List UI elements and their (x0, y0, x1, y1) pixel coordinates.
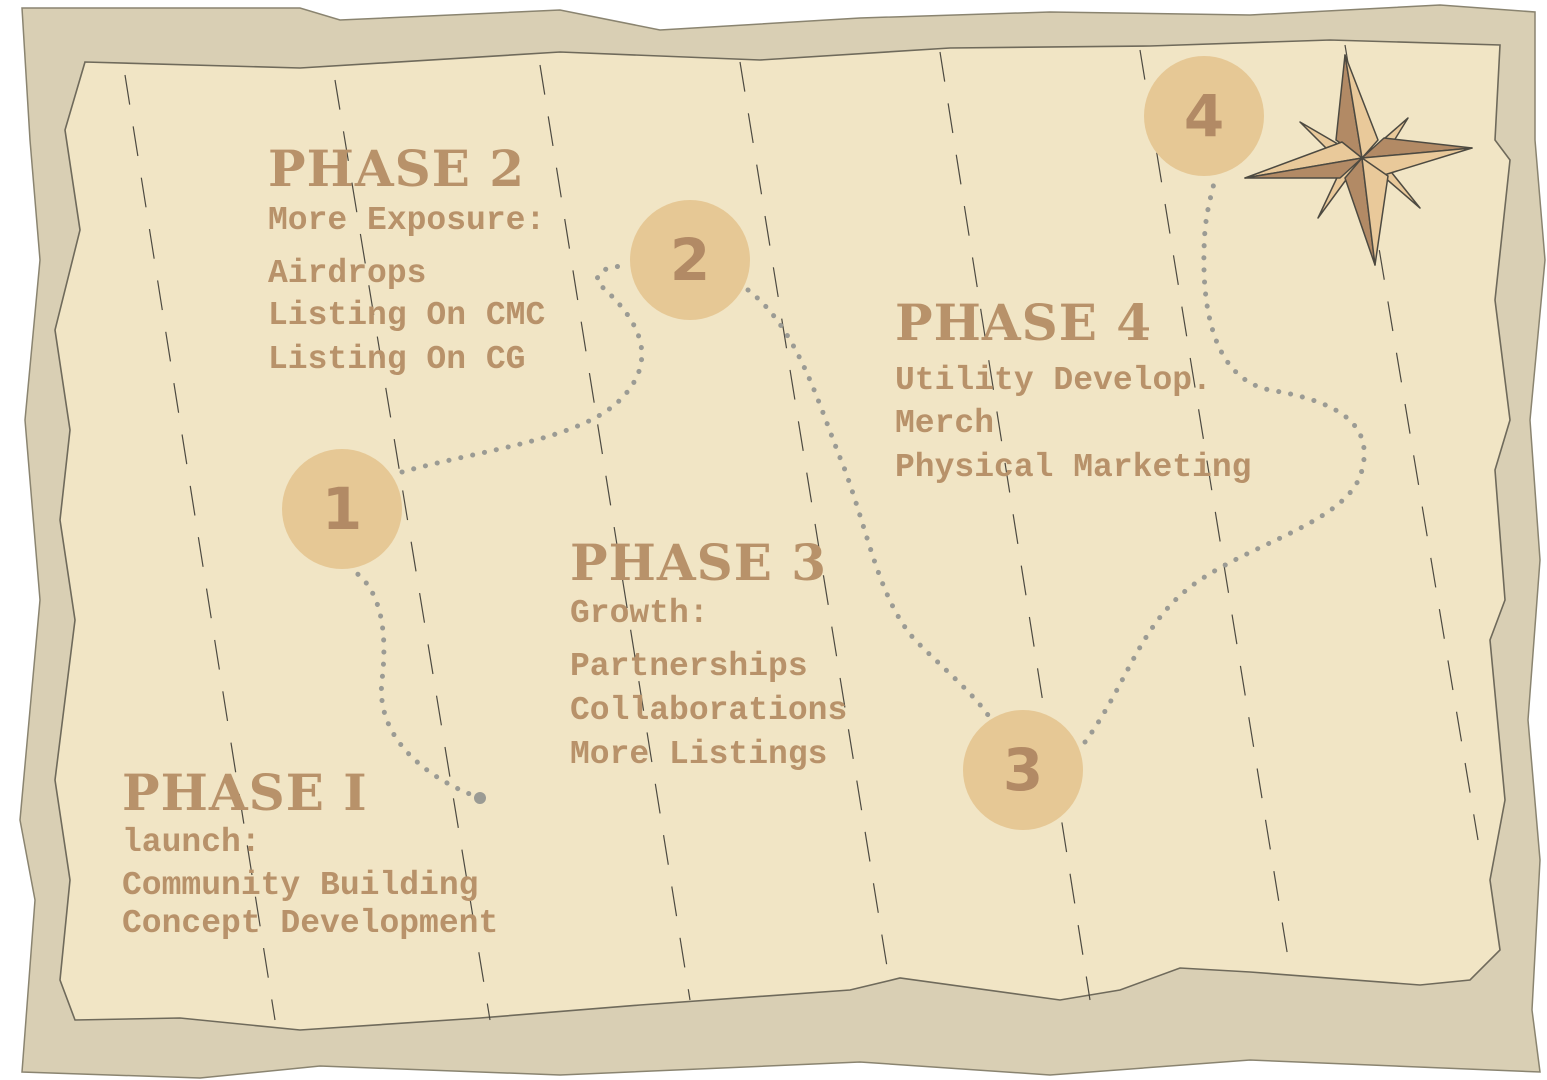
route-start-to-1 (352, 569, 483, 801)
fold-line (124, 74, 276, 1021)
phase-4-item: Physical Marketing (895, 449, 1252, 486)
phase-1-item: Community Building (122, 867, 479, 904)
map-parchment (54, 39, 1511, 1031)
phase-3-title: PHASE 3 (570, 533, 828, 592)
fold-line (334, 79, 491, 1021)
compass-rose-icon (1244, 54, 1473, 266)
phase-3-item: Collaborations (570, 692, 848, 729)
phase-1-subtitle: launch: (122, 824, 261, 861)
route-1-to-2 (399, 264, 645, 475)
phase-2-item: Airdrops (268, 255, 427, 292)
phase-4-item: Utility Develop. (895, 362, 1212, 399)
phase-2-item: Listing On CMC (268, 297, 546, 334)
phase-node-3: 3 (963, 710, 1083, 830)
phase-2-subtitle: More Exposure: (268, 202, 546, 239)
fold-line (939, 51, 1091, 1001)
phase-1-title: PHASE I (122, 763, 368, 822)
phase-4-title: PHASE 4 (895, 293, 1153, 352)
phase-2-title: PHASE 2 (268, 139, 526, 198)
phase-3-item: More Listings (570, 736, 828, 773)
route-path (352, 172, 1367, 801)
map-fold-lines (124, 44, 1479, 1021)
phase-1-item: Concept Development (122, 905, 499, 942)
fold-line (539, 64, 691, 1001)
phase-3-item: Partnerships (570, 648, 808, 685)
phase-node-4: 4 (1144, 56, 1264, 176)
phase-2-item: Listing On CG (268, 341, 526, 378)
start-point-dot-icon (474, 792, 486, 804)
phase-4-item: Merch (895, 405, 995, 442)
phase-node-1: 1 (282, 449, 402, 569)
route-3-to-4 (1082, 172, 1367, 745)
phase-3-subtitle: Growth: (570, 595, 709, 632)
phase-node-2: 2 (630, 200, 750, 320)
